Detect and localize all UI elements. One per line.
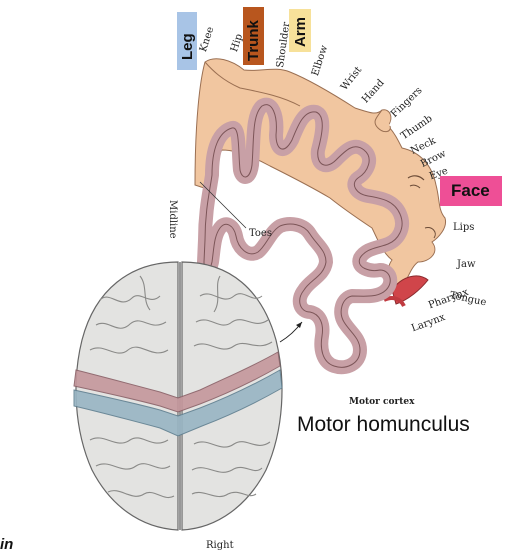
caption-motor-homunculus: Motor homunculus — [297, 413, 470, 436]
tag-trunk-text: Trunk — [245, 20, 262, 61]
tag-leg: Leg — [177, 12, 197, 70]
tag-trunk: Trunk — [243, 7, 264, 65]
arrow — [279, 321, 303, 343]
tag-face: Face — [440, 176, 502, 206]
label-toes: Toes — [249, 228, 272, 239]
label-lips: Lips — [453, 222, 475, 233]
tag-arm-text: Arm — [292, 16, 309, 47]
caption-right: Right — [206, 540, 234, 551]
label-jaw: Jaw — [457, 259, 476, 270]
tag-leg-text: Leg — [179, 33, 196, 60]
tag-face-text: Face — [451, 181, 490, 200]
toes-leader-line — [199, 181, 247, 229]
caption-corner-in: in — [0, 536, 14, 553]
brain-top-view — [73, 261, 283, 531]
cortex-gyri — [197, 97, 410, 375]
tag-arm: Arm — [289, 9, 311, 52]
caption-motor-cortex: Motor cortex — [349, 397, 415, 407]
label-midline: Midline — [167, 200, 178, 239]
